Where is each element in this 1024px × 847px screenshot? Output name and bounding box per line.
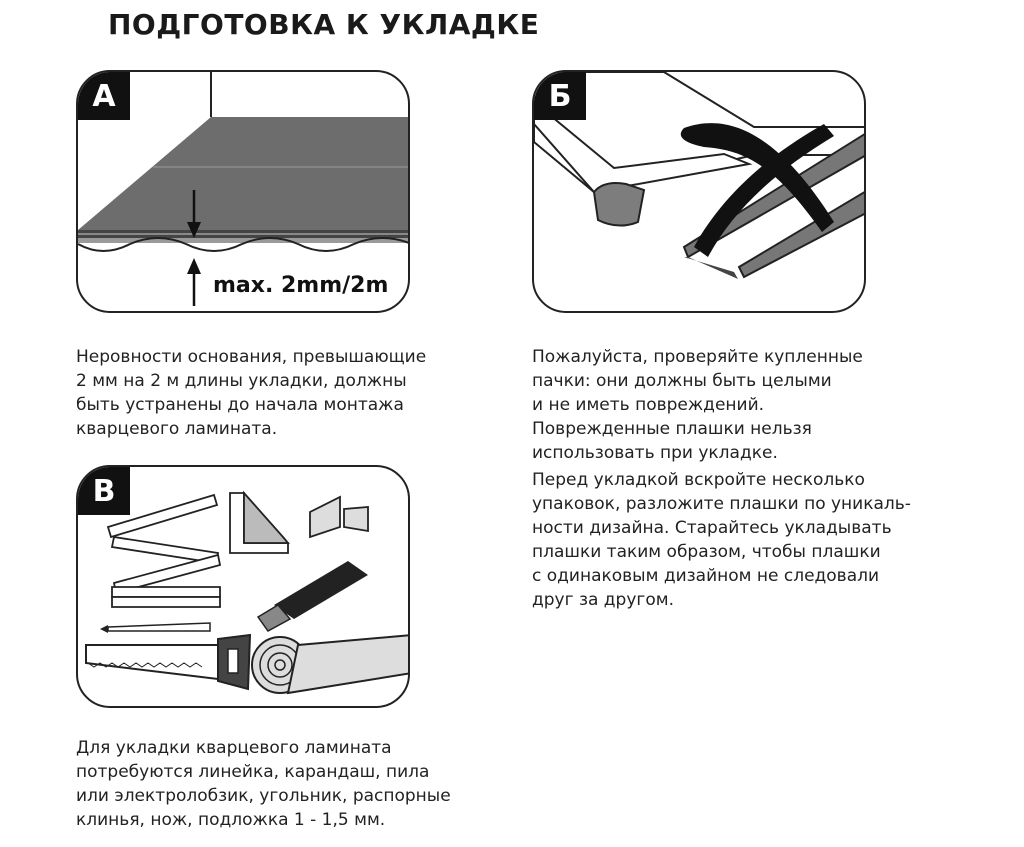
cross-mark-icon (680, 123, 834, 257)
arrow-up-icon (187, 258, 201, 306)
floor-unevenness-diagram (78, 72, 408, 306)
folding-ruler-icon (106, 493, 222, 608)
utility-knife-icon (256, 561, 368, 632)
wedge-icon (309, 495, 369, 539)
paragraph-a: Неровности основания, превышающие 2 мм н… (76, 347, 427, 439)
panel-a-letter: A (78, 72, 130, 120)
measure-label: max. 2mm/2m (213, 273, 389, 298)
pencil-icon (100, 622, 211, 633)
panel-b-letter: Б (534, 72, 586, 120)
paragraph-c: Для укладки кварцевого ламината потребую… (76, 738, 451, 830)
underlay-roll-icon (251, 634, 408, 695)
arrow-down-icon (187, 190, 201, 238)
page-title: ПОДГОТОВКА К УКЛАДКЕ (108, 8, 540, 41)
square-ruler-icon (229, 490, 290, 554)
paragraph-b-2: Перед укладкой вскройте несколько упаков… (532, 470, 911, 610)
hand-saw-icon (85, 633, 252, 691)
paragraph-b-1: Пожалуйста, проверяйте купленные пачки: … (532, 347, 863, 463)
panel-c-letter: B (78, 467, 130, 515)
panel-a-floor-unevenness: A max. 2mm/2m (76, 70, 410, 313)
tools-illustration (85, 490, 408, 695)
panel-b-damaged-planks: Б (532, 70, 866, 313)
panel-c-tools: B (76, 465, 410, 708)
damaged-plank-illustration (534, 72, 864, 279)
